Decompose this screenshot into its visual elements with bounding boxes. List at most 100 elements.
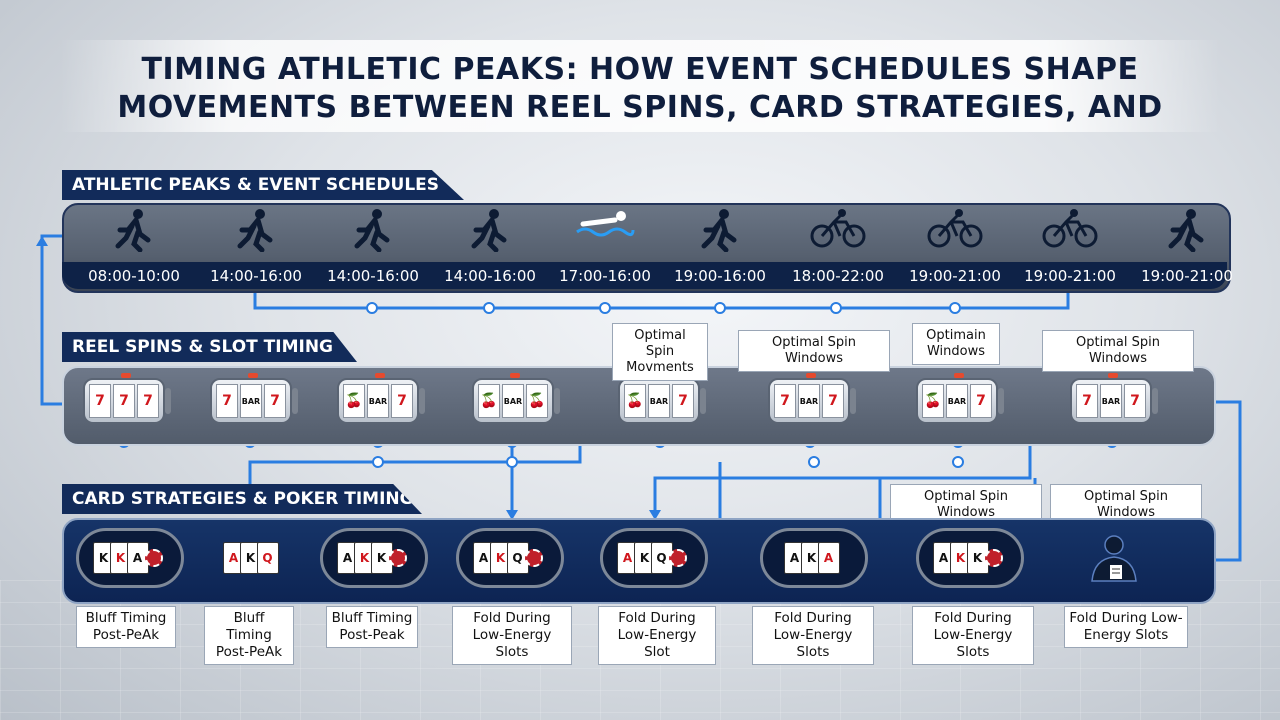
slot-reel: 7 — [672, 384, 694, 418]
poker-chips-icon — [144, 549, 163, 567]
left-loop-connector — [40, 234, 70, 406]
poker-chips-icon — [524, 549, 543, 567]
strategy-label: Fold During Low-Energy Slots — [1064, 606, 1188, 648]
slot-reel: 7 — [970, 384, 992, 418]
slot-reel: 7 — [1124, 384, 1146, 418]
playing-card: Q — [256, 542, 279, 574]
slot-reel: BAR — [502, 384, 524, 418]
event-time-label: 18:00-22:00 — [792, 267, 884, 285]
section-label-reel: REEL SPINS & SLOT TIMING — [62, 332, 357, 362]
slot-handle-icon — [700, 388, 706, 414]
strategy-label: Bluff Timing Post-Peak — [326, 606, 418, 648]
slot-reel: 7 — [216, 384, 238, 418]
slot-reel: 7 — [822, 384, 844, 418]
event-time-label: 14:00-16:00 — [444, 267, 536, 285]
poker-player-icon — [1068, 528, 1160, 588]
strategy-label: Fold During Low-Energy Slots — [752, 606, 874, 665]
event-time-label: 17:00-16:00 — [559, 267, 651, 285]
slot-lamp-icon — [1108, 373, 1118, 378]
slot-reel: BAR — [1100, 384, 1122, 418]
playing-card: Q — [506, 542, 529, 574]
slot-machine-icon: 🍒BAR🍒 — [472, 373, 560, 424]
runner-icon — [323, 208, 423, 256]
slot-reel: BAR — [367, 384, 389, 418]
slot-lamp-icon — [806, 373, 816, 378]
slot-reel: BAR — [798, 384, 820, 418]
slot-reel: 🍒 — [478, 384, 500, 418]
title-line-2: MOVEMENTS BETWEEN REEL SPINS, CARD STRAT… — [117, 90, 1163, 125]
event-time-label: 08:00-10:00 — [88, 267, 180, 285]
playing-card: K — [92, 542, 115, 574]
slot-lamp-icon — [121, 373, 131, 378]
strategy-label: Bluff Timing Post-PeAk — [76, 606, 176, 648]
slot-handle-icon — [165, 388, 171, 414]
reel-callout-4: Optimal Spin Windows — [1042, 330, 1194, 372]
title-line-1: TIMING ATHLETIC PEAKS: HOW EVENT SCHEDUL… — [141, 52, 1139, 87]
slot-handle-icon — [850, 388, 856, 414]
slot-reel: 🍒 — [526, 384, 548, 418]
slot-handle-icon — [998, 388, 1004, 414]
event-time-label: 14:00-16:00 — [210, 267, 302, 285]
cyclist-icon — [788, 208, 888, 252]
cyclist-icon — [1020, 208, 1120, 252]
strategy-label: Fold During Low-Energy Slots — [912, 606, 1034, 665]
slot-reel: 🍒 — [624, 384, 646, 418]
slot-reel: 7 — [113, 384, 135, 418]
reel-callout-1: Optimal Spin Movments — [612, 323, 708, 381]
playing-card: K — [109, 542, 132, 574]
slot-reel: 🍒 — [922, 384, 944, 418]
slot-reel: BAR — [648, 384, 670, 418]
strategy-label: Fold During Low-Energy Slot — [598, 606, 716, 665]
poker-chips-icon — [984, 549, 1003, 567]
event-time-label: 19:00-21:00 — [1141, 267, 1233, 285]
section-label-card: CARD STRATEGIES & POKER TIMING — [62, 484, 422, 514]
event-time-label: 14:00-16:00 — [327, 267, 419, 285]
slot-reel: 7 — [774, 384, 796, 418]
event-time-label: 19:00-16:00 — [674, 267, 766, 285]
slot-lamp-icon — [954, 373, 964, 378]
athletic-time-strip — [62, 262, 1227, 289]
playing-card: K — [489, 542, 512, 574]
slot-handle-icon — [1152, 388, 1158, 414]
swimmer-icon — [555, 208, 655, 242]
slot-reel: 7 — [391, 384, 413, 418]
slot-lamp-icon — [510, 373, 520, 378]
slot-handle-icon — [419, 388, 425, 414]
slot-reel: BAR — [946, 384, 968, 418]
slot-reel: 7 — [137, 384, 159, 418]
slot-reel: 7 — [264, 384, 286, 418]
right-loop-connector — [1212, 400, 1242, 562]
runner-icon — [440, 208, 540, 256]
slot-lamp-icon — [375, 373, 385, 378]
slot-reel: 7 — [1076, 384, 1098, 418]
cyclist-icon — [905, 208, 1005, 252]
slot-handle-icon — [554, 388, 560, 414]
event-time-label: 19:00-21:00 — [1024, 267, 1116, 285]
title-band — [60, 40, 1220, 132]
runner-icon — [84, 208, 184, 256]
poker-chips-icon — [668, 549, 687, 567]
event-time-label: 19:00-21:00 — [909, 267, 1001, 285]
slot-lamp-icon — [248, 373, 258, 378]
runner-icon — [206, 208, 306, 256]
poker-chips-icon — [388, 549, 407, 567]
runner-icon — [1137, 208, 1237, 256]
slot-reel: 🍒 — [343, 384, 365, 418]
strategy-label: Fold During Low-Energy Slots — [452, 606, 572, 665]
reel-callout-2: Optimal Spin Windows — [738, 330, 890, 372]
strategy-label: Bluff Timing Post-PeAk — [204, 606, 294, 665]
runner-icon — [670, 208, 770, 256]
